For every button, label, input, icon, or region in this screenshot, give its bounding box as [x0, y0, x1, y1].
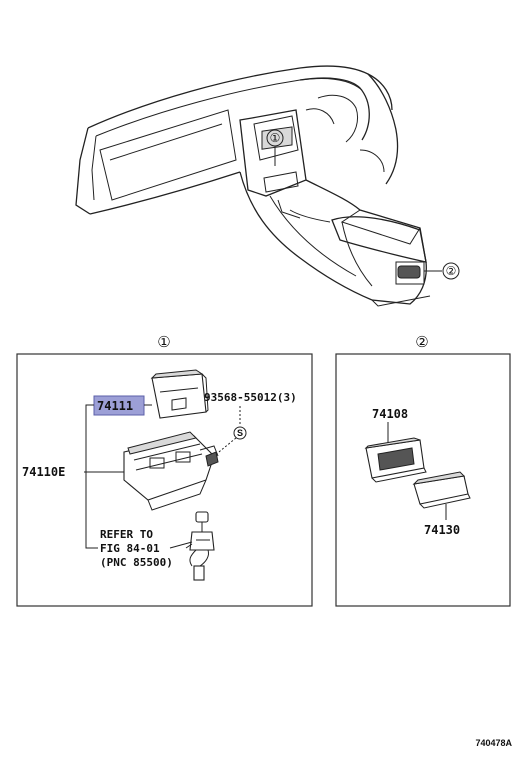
panel-1-title: ①	[157, 333, 170, 351]
part-74130-label: 74130	[424, 523, 460, 537]
panel-2-frame	[335, 353, 511, 607]
part-74108-label: 74108	[372, 407, 408, 421]
callout-1-label: ①	[270, 131, 281, 145]
refer-line-1: REFER TO	[100, 528, 153, 541]
part-74110e-label: 74110E	[22, 465, 65, 479]
screw-marker: S	[237, 428, 243, 438]
harness-drawing	[185, 511, 215, 581]
diagram-code: 740478A	[475, 738, 512, 748]
refer-line-2: FIG 84-01	[100, 542, 160, 555]
part-74108-drawing	[364, 437, 427, 483]
part-74130-drawing	[412, 471, 471, 509]
panel-2-title: ②	[415, 333, 428, 351]
screw-part-label: 93568-55012(3)	[204, 391, 297, 404]
dashboard-overview-drawing	[75, 65, 442, 307]
panel-2: ② 74108 74130	[335, 333, 511, 607]
panel-1-frame	[16, 353, 313, 607]
part-74110e-drawing	[123, 431, 219, 511]
callout-2: ②	[442, 262, 460, 280]
refer-line-3: (PNC 85500)	[100, 556, 173, 569]
callout-1: ①	[266, 129, 284, 166]
panel-1: ① 74111 93568-55012(3) S	[16, 333, 313, 607]
part-74111-label: 74111	[97, 399, 133, 413]
callout-2-label: ②	[446, 264, 457, 278]
part-74111-drawing	[150, 369, 209, 419]
